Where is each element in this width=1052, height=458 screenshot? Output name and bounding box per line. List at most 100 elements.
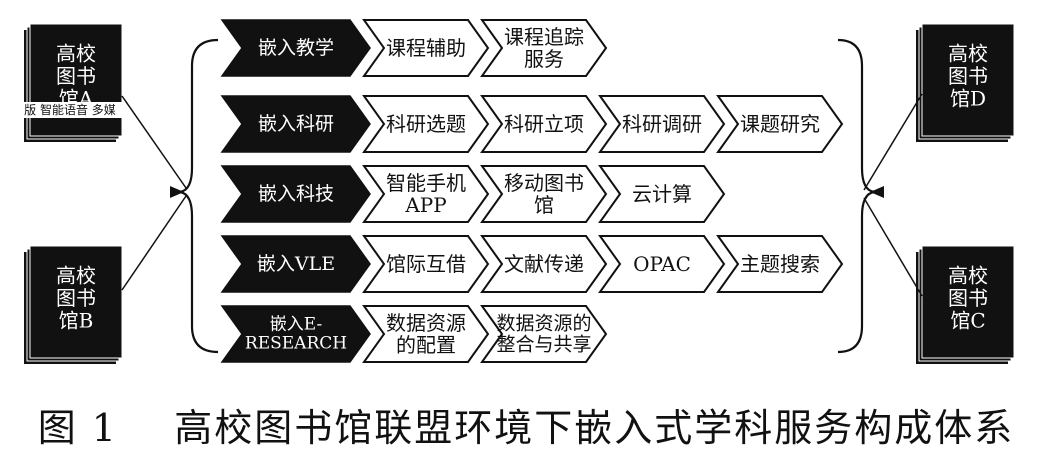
- library-label: 图书: [948, 64, 988, 88]
- service-item-chevron: 文献传递: [480, 235, 608, 293]
- connector-line: [863, 93, 923, 191]
- chevron-shape: [362, 235, 490, 293]
- library-label: 馆D: [950, 86, 986, 110]
- chevron-shape: [480, 95, 608, 153]
- left-brace: [179, 38, 219, 354]
- chevron-shape: [598, 95, 726, 153]
- service-item-label: 馆际互借: [386, 252, 466, 276]
- service-item-chevron: 科研调研: [598, 95, 726, 153]
- service-item-label: 的配置: [396, 333, 456, 357]
- service-item-label: 移动图书: [504, 171, 584, 195]
- row-heading-label: RESEARCH: [245, 334, 347, 354]
- service-item-label: 馆: [534, 193, 554, 217]
- service-item-label: 科研立项: [504, 112, 584, 136]
- row-heading-label: 嵌入教学: [258, 37, 334, 59]
- library-label: 高校: [56, 42, 96, 66]
- chevron-shape: [480, 235, 608, 293]
- library-label: 高校: [948, 42, 988, 66]
- service-item-label: 智能手机: [386, 171, 466, 195]
- service-item-label: 文献传递: [504, 252, 584, 276]
- service-item-label: OPAC: [633, 252, 691, 276]
- row-heading-label: 嵌入科研: [258, 113, 334, 135]
- service-item-chevron: 主题搜索: [716, 235, 844, 293]
- service-item-label: 科研选题: [386, 112, 466, 136]
- service-item-label: 云计算: [632, 182, 692, 206]
- service-item-label: 科研调研: [622, 112, 702, 136]
- row-heading-chevron: 嵌入VLE: [220, 235, 371, 293]
- chevron-shape: [480, 165, 608, 223]
- figure-title: 高校图书馆联盟环境下嵌入式学科服务构成体系: [174, 406, 1015, 450]
- service-item-label: 主题搜索: [740, 252, 820, 276]
- row-heading-chevron: 嵌入科技: [220, 165, 371, 223]
- chevron-shape: [220, 235, 371, 293]
- library-sheet-front: [921, 245, 1015, 359]
- left-arrow-head: [170, 186, 184, 198]
- service-item-label: 数据资源的: [496, 312, 591, 334]
- library-label: 图书: [56, 286, 96, 310]
- service-item-label: 课题研究: [740, 112, 820, 136]
- library-label: 高校: [948, 264, 988, 288]
- service-item-label: 数据资源: [386, 311, 466, 335]
- figure-caption: 图 1 高校图书馆联盟环境下嵌入式学科服务构成体系: [0, 397, 1052, 452]
- service-item-chevron: OPAC: [598, 235, 726, 293]
- service-item-label: 课程辅助: [386, 36, 466, 60]
- right-brace: [837, 38, 875, 354]
- library-label: 图书: [56, 64, 96, 88]
- chevron-shape: [220, 19, 371, 77]
- library-label: 高校: [56, 264, 96, 288]
- chevron-shape: [480, 19, 608, 77]
- chevron-shape: [220, 305, 371, 363]
- service-item-chevron: 科研选题: [362, 95, 490, 153]
- chevron-shape: [362, 305, 490, 363]
- service-item-label: 服务: [524, 47, 564, 71]
- row-heading-label: 嵌入科技: [258, 183, 334, 205]
- chevron-shape: [598, 235, 726, 293]
- chevron-shape: [716, 95, 844, 153]
- service-item-chevron: 课题研究: [716, 95, 844, 153]
- service-item-chevron: 科研立项: [480, 95, 608, 153]
- chevron-shape: [716, 235, 844, 293]
- row-heading-chevron: 嵌入科研: [220, 95, 371, 153]
- service-item-chevron: 课程辅助: [362, 19, 490, 77]
- library-sheet-front: [921, 23, 1015, 137]
- row-heading-chevron: 嵌入教学: [220, 19, 371, 77]
- service-item-label: 整合与共享: [496, 334, 591, 356]
- connector-line: [121, 95, 187, 189]
- service-item-chevron: 云计算: [598, 165, 726, 223]
- chevron-shape: [362, 165, 490, 223]
- chevron-shape: [220, 95, 371, 153]
- right-arrow-head: [870, 186, 884, 198]
- service-item-label: APP: [404, 193, 446, 217]
- service-row: 嵌入科技智能手机APP移动图书馆云计算: [220, 165, 726, 223]
- overlay-band: [0, 102, 150, 118]
- library-label: 馆B: [59, 308, 94, 332]
- service-item-chevron: 馆际互借: [362, 235, 490, 293]
- service-item-label: 课程追踪: [504, 25, 584, 49]
- figure-number: 图 1: [37, 406, 118, 450]
- library-label: 馆C: [950, 308, 985, 332]
- service-row: 嵌入科研 科研选题 科研立项 科研调研 课题研究: [220, 95, 844, 153]
- library-label: 图书: [948, 286, 988, 310]
- chevron-shape: [598, 165, 726, 223]
- row-heading-label: 嵌入VLE: [257, 253, 335, 275]
- row-heading-label: 嵌入E-: [270, 314, 322, 334]
- chevron-shape: [362, 95, 490, 153]
- library-overlay-text: 版 智能语音 多媒: [24, 102, 116, 117]
- chevron-shape: [480, 305, 608, 363]
- chevron-shape: [362, 19, 490, 77]
- library-sheet-front: [29, 245, 123, 359]
- connector-line: [863, 197, 923, 297]
- row-heading-chevron: 嵌入E-RESEARCH: [220, 305, 371, 363]
- connector-line: [121, 195, 187, 291]
